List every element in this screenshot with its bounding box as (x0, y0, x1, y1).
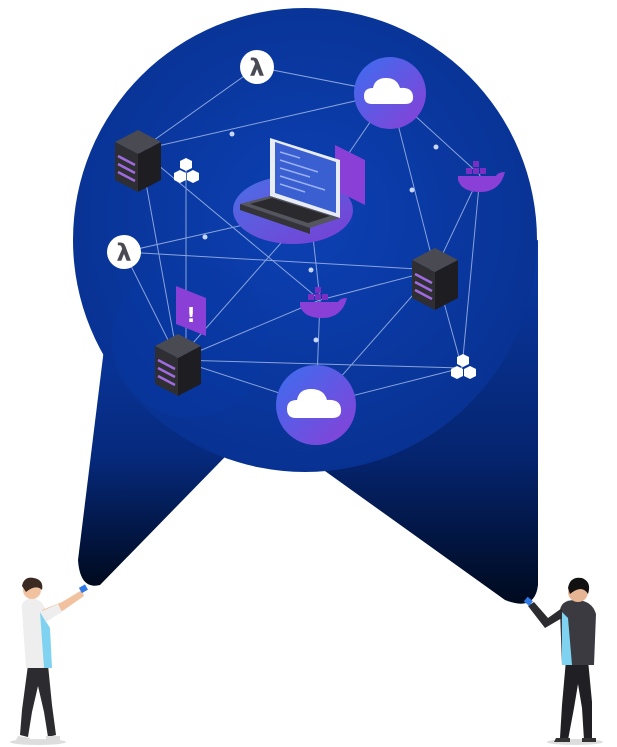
docker-whale-icon (300, 287, 347, 318)
svg-text:λ: λ (116, 239, 131, 267)
svg-text:!: ! (186, 303, 195, 327)
junction-dots (202, 131, 439, 343)
inner-glow (112, 262, 268, 418)
server-icon (115, 130, 161, 192)
server-icon (412, 248, 458, 310)
cloud-icon (354, 57, 426, 129)
hexagon-cluster-icon (174, 158, 199, 183)
alert-flag-icon: ! (176, 286, 206, 336)
laptop-icon (233, 138, 365, 244)
docker-whale-icon (458, 161, 505, 192)
cloud-icon (276, 365, 356, 445)
person-right (523, 577, 603, 745)
svg-text:λ: λ (249, 54, 264, 82)
hexagon-cluster-icon (451, 354, 476, 379)
lambda-icon: λ (107, 235, 141, 269)
lambda-icon: λ (240, 50, 274, 84)
person-left (10, 577, 88, 745)
server-icon (155, 334, 201, 396)
